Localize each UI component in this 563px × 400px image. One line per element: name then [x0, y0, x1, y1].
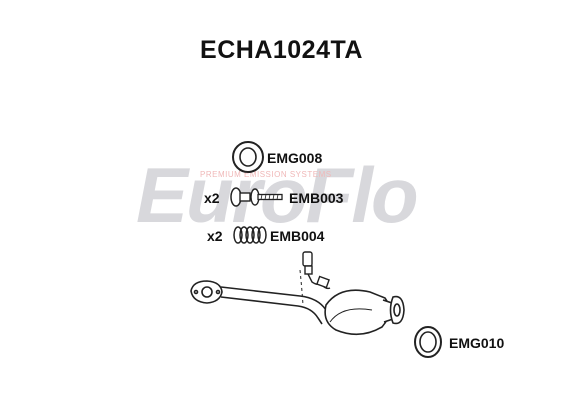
gasket-emg010-icon [414, 326, 442, 358]
sensor-guide-line [299, 269, 304, 306]
watermark-tagline: PREMIUM EMISSION SYSTEMS [200, 170, 332, 179]
label-emb003: EMB003 [289, 190, 344, 206]
catalytic-converter-downpipe-icon [190, 280, 405, 336]
part-number-title: ECHA1024TA [200, 36, 363, 64]
lambda-sensor-icon [302, 251, 331, 290]
bolt-emb003-icon [230, 187, 283, 207]
label-emg008: EMG008 [267, 150, 323, 166]
label-emb004: EMB004 [270, 228, 325, 244]
gasket-emg008-icon [232, 141, 264, 173]
label-emg010: EMG010 [449, 335, 505, 351]
quantity-emb004: x2 [207, 228, 223, 244]
quantity-emb003: x2 [204, 190, 220, 206]
spring-emb004-icon [233, 226, 267, 244]
